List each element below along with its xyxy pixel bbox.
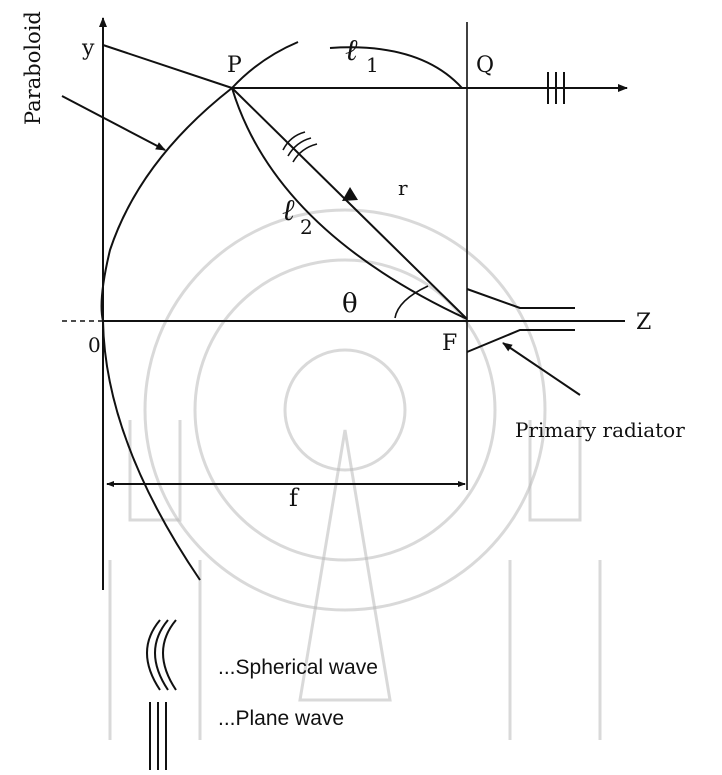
arc-l2 (231, 87, 468, 320)
path-l2-label: ℓ (282, 193, 295, 228)
angle-theta-label: θ (342, 289, 358, 319)
university-seal-watermark (108, 208, 602, 740)
plane-wave-marks-on-ray (547, 72, 565, 104)
spherical-wave-legend-text: ...Spherical wave (218, 656, 378, 679)
radiator-pointer-arrow (502, 342, 581, 396)
radius-label: r (398, 176, 408, 200)
paraboloid-curve (100, 87, 233, 581)
origin-label: 0 (88, 333, 101, 357)
spherical-wave-icon-arc-1 (146, 619, 161, 691)
spherical-wave-icon-arc-2 (154, 619, 169, 691)
z-axis-label: Z (636, 310, 651, 335)
ray-direction-arrow (342, 187, 358, 201)
legend-plane-wave: ...Plane wave (149, 702, 344, 770)
path-l2-subscript: 2 (300, 215, 313, 239)
path-l1-subscript: 1 (366, 53, 379, 77)
spherical-wave-marks-on-ray (282, 131, 318, 163)
paraboloid-pointer-arrow (61, 95, 166, 151)
primary-radiator-horn (466, 288, 575, 353)
point-p-label: P (227, 53, 242, 78)
focus-label: F (442, 331, 457, 356)
y-axis-label: y (81, 36, 95, 61)
legend-spherical-wave: ...Spherical wave (146, 619, 378, 691)
path-l1-label: ℓ (345, 33, 358, 68)
point-q-label: Q (476, 53, 494, 78)
arc-l1-to-q (329, 46, 463, 89)
angle-theta-arc (394, 285, 429, 319)
ray-fp-line (231, 87, 468, 320)
plane-wave-legend-text: ...Plane wave (218, 707, 344, 730)
paraboloid-label: Paraboloid (21, 11, 45, 125)
y-to-p-line (102, 44, 233, 89)
focal-length-label: f (289, 484, 300, 512)
arc-near-p (231, 41, 299, 89)
spherical-wave-icon-arc-3 (162, 619, 177, 691)
primary-radiator-label: Primary radiator (515, 418, 685, 442)
